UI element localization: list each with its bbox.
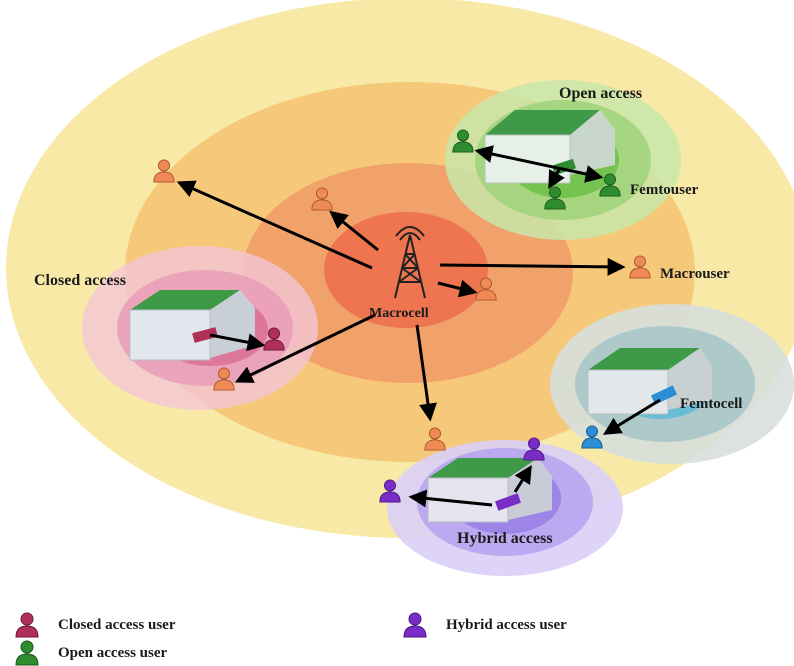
legend-label-closed: Closed access user xyxy=(58,616,176,633)
hybrid-access-router-icon xyxy=(495,493,521,511)
hybrid-access-user-icon xyxy=(402,612,428,638)
label-femtocell: Femtocell xyxy=(680,396,743,412)
legend-item-closed: Closed access user xyxy=(14,612,175,638)
hybrid-access-house xyxy=(427,458,552,523)
legend-label-open: Open access user xyxy=(58,644,168,661)
label-hybrid-access: Hybrid access xyxy=(457,530,553,547)
legend-item-open: Open access user xyxy=(14,640,167,666)
closed-access-router-icon xyxy=(192,327,218,343)
legend-item-hybrid: Hybrid access user xyxy=(402,612,567,638)
link-arrows xyxy=(176,145,661,508)
label-macrouser: Macrouser xyxy=(660,266,730,282)
macrocell-tower-icon xyxy=(394,226,426,299)
label-closed-access: Closed access xyxy=(34,272,126,289)
open-access-user-icon xyxy=(14,640,40,666)
label-open-access: Open access xyxy=(559,85,643,102)
closed-access-house xyxy=(129,290,255,361)
legend-label-hybrid: Hybrid access user xyxy=(446,616,567,633)
label-femtouser: Femtouser xyxy=(630,182,699,198)
femtocell-house xyxy=(587,348,712,415)
closed-access-user-icon xyxy=(14,612,40,638)
label-macrocell: Macrocell xyxy=(369,306,429,321)
